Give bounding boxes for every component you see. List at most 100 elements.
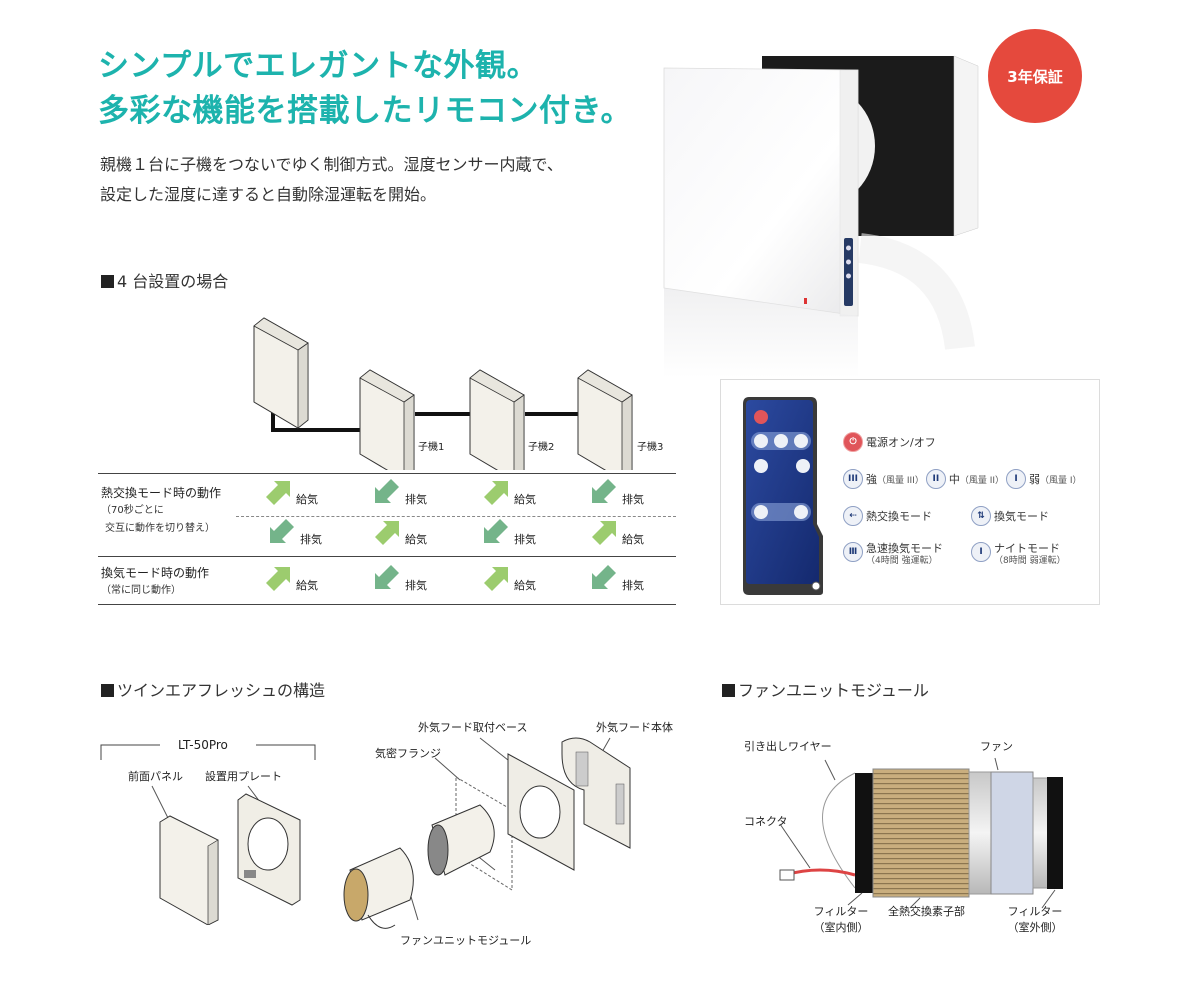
square-bullet-icon: [101, 275, 114, 288]
exhaust-arrow-icon: [482, 519, 510, 549]
power-icon: ⏻: [843, 432, 863, 452]
exhaust-arrow-icon: [373, 479, 401, 509]
night-icon: Ⅰ: [971, 542, 991, 562]
flow-exhaust: 排気: [373, 565, 427, 595]
flow-label: 給気: [405, 533, 427, 546]
boost-icon: Ⅲ: [843, 542, 863, 562]
parent-unit: [253, 317, 309, 429]
label-hood-body: 外気フード本体: [596, 721, 673, 734]
structure-title-text: ツインエアフレッシュの構造: [117, 681, 326, 700]
label-front-panel: 前面パネル: [128, 770, 183, 783]
legend-label: 弱: [1029, 473, 1040, 486]
lead-text: 親機１台に子機をつないでゆく制御方式。湿度センサー内蔵で、 設定した湿度に達する…: [100, 150, 563, 210]
legend-ventilation: ⇅ 換気モード: [971, 506, 1049, 526]
heat-exchange-title: 熱交換モード時の動作: [101, 486, 222, 500]
filter-outdoor-line-1: フィルター: [1007, 905, 1063, 918]
flow-exhaust: 排気: [590, 479, 644, 509]
exploded-view-drawing: [343, 737, 631, 929]
legend-sub: （8時間 弱運転）: [994, 556, 1066, 566]
legend-boost: Ⅲ 急速換気モード （4時間 強運転）: [843, 542, 943, 568]
headline-line-2: 多彩な機能を搭載したリモコン付き。: [98, 93, 632, 129]
supply-arrow-icon: [264, 565, 292, 595]
flow-exhaust: 排気: [482, 519, 536, 549]
exhaust-arrow-icon: [590, 565, 618, 595]
label-hood-base: 外気フード取付ベース: [418, 721, 528, 734]
label-fan-unit: ファンユニットモジュール: [400, 934, 532, 947]
flow-supply: 給気: [590, 519, 644, 549]
warranty-badge: 3年保証: [988, 29, 1082, 123]
filter-indoor-line-2: （室内側）: [813, 921, 869, 934]
legend-night: Ⅰ ナイトモード （8時間 弱運転）: [971, 542, 1066, 568]
indoor-filter: [855, 773, 873, 893]
heat-exchange-core: [872, 768, 970, 898]
headline: シンプルでエレガントな外観。 多彩な機能を搭載したリモコン付き。: [98, 44, 632, 134]
product-photo: [663, 55, 979, 378]
supply-arrow-icon: [482, 565, 510, 595]
flow-label: 排気: [300, 533, 322, 546]
label-heat-core: 全熱交換素子部: [888, 905, 965, 918]
flow-label: 排気: [514, 533, 536, 546]
label-filter-outdoor: フィルター （室外側）: [1000, 903, 1070, 935]
ventilation-row-label: 換気モード時の動作 （常に同じ動作）: [101, 564, 209, 600]
model-bracket: [100, 744, 316, 760]
legend-label: ナイトモード: [994, 542, 1060, 555]
legend-sub: （風量 III）: [877, 475, 924, 486]
flow-label: 給気: [296, 493, 318, 506]
child-unit-2: [469, 369, 525, 470]
child-unit-3: [577, 369, 633, 470]
flow-label: 給気: [514, 493, 536, 506]
lead-line-1: 親機１台に子機をつないでゆく制御方式。湿度センサー内蔵で、: [100, 155, 563, 174]
label-fan: ファン: [980, 740, 1013, 753]
label-wire: 引き出しワイヤー: [744, 740, 832, 753]
filter-indoor-line-1: フィルター: [813, 905, 869, 918]
flow-label: 給気: [296, 579, 318, 592]
dashed-divider: [236, 516, 676, 517]
exhaust-arrow-icon: [373, 565, 401, 595]
ventilation-title: 換気モード時の動作: [101, 566, 210, 580]
legend-speeds: III 強（風量 III） II 中（風量 II） I 弱（風量 I）: [843, 469, 1082, 489]
legend-label: 換気モード: [994, 510, 1049, 523]
supply-arrow-icon: [482, 479, 510, 509]
headline-line-1: シンプルでエレガントな外観。: [98, 48, 539, 84]
flow-exhaust: 排気: [373, 479, 427, 509]
operation-table: 熱交換モード時の動作 （70秒ごとに 交互に動作を切り替え） 換気モード時の動作…: [98, 473, 676, 608]
supply-arrow-icon: [590, 519, 618, 549]
legend-label: 電源オン/オフ: [866, 436, 936, 449]
heat-exchange-row-label: 熱交換モード時の動作 （70秒ごとに 交互に動作を切り替え）: [101, 484, 221, 538]
supply-arrow-icon: [264, 479, 292, 509]
flow-label: 排気: [405, 579, 427, 592]
flow-label: 給気: [622, 533, 644, 546]
remote-control: [743, 397, 823, 595]
child-unit-1: [359, 369, 415, 470]
remote-power-button: [754, 410, 768, 424]
legend-label: 強: [866, 473, 877, 486]
install-diagram: [253, 317, 633, 470]
square-bullet-icon: [101, 684, 114, 697]
table-rule: [98, 473, 676, 474]
legend-heat-exchange: ⇠ 熱交換モード: [843, 506, 932, 526]
remote-panel: ⏻ 電源オン/オフ III 強（風量 III） II 中（風量 II） I 弱 （…: [720, 379, 1100, 605]
flow-supply: 給気: [482, 565, 536, 595]
lead-line-2: 設定した湿度に達すると自動除湿運転を開始。: [100, 185, 437, 204]
filter-outdoor-line-2: （室外側）: [1007, 921, 1063, 934]
speed-high-icon: III: [843, 469, 863, 489]
fan-module-section-title: ファンユニットモジュール: [722, 677, 929, 701]
speed-mid-icon: II: [925, 469, 946, 489]
flow-supply: 給気: [264, 565, 318, 595]
unit-label-3: 子機3: [637, 442, 664, 453]
label-mount-plate: 設置用プレート: [205, 770, 282, 783]
exhaust-arrow-icon: [590, 479, 618, 509]
model-name: LT-50Pro: [178, 738, 228, 752]
legend-label: 中: [948, 473, 960, 486]
supply-arrow-icon: [373, 519, 401, 549]
heat-exchange-icon: ⇠: [843, 506, 863, 526]
legend-sub: （4時間 強運転）: [866, 556, 938, 566]
outdoor-filter: [1047, 777, 1063, 889]
unit-label-1: 子機1: [418, 442, 445, 453]
speed-low-icon: I: [1006, 469, 1026, 489]
legend-label: 急速換気モード: [866, 542, 943, 555]
flow-label: 給気: [514, 579, 536, 592]
legend-sub: （風量 II）: [959, 475, 1004, 486]
heat-exchange-note-2: 交互に動作を切り替え）: [105, 523, 215, 534]
legend-label: 熱交換モード: [866, 510, 932, 523]
